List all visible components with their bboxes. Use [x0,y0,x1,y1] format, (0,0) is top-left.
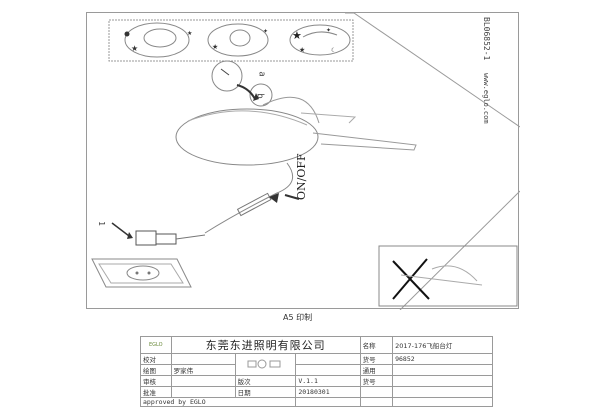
print-note: A5 印制 [283,313,313,322]
date-value: 20180301 [295,386,361,398]
svg-text:★: ★ [212,43,218,51]
svg-text:★: ★ [299,46,305,54]
step-b-label: b [254,93,265,99]
side-code: BL06852-1 [482,17,491,61]
approved-by: approved by EGLO [139,397,297,407]
name-label: 名称 [359,336,394,354]
sticker-panel: ★ ★ ★ ✦ ★ ★ ☾ ✦ [108,19,354,62]
eglo-logo: EGLO [140,336,172,354]
svg-text:★: ★ [131,44,138,53]
proofread-label: 校对 [140,353,172,365]
goods-no-label-2: 货号 [359,375,394,387]
title-block: EGLO 东莞东进照明有限公司 名称 2017-176飞船台灯 校对 货号 96… [139,336,493,407]
step-1-label: 1 [96,221,106,226]
date-label: 日期 [234,386,297,398]
name-value: 2017-176飞船台灯 [392,336,493,354]
goods-no-value: 96852 [392,353,493,365]
drawing-sheet: ★ ★ ★ ✦ ★ ★ ☾ ✦ [86,12,520,310]
company-name: 东莞东进照明有限公司 [170,336,361,354]
symbol-icon [234,353,297,376]
warning-box [378,245,518,307]
svg-text:★: ★ [187,30,192,37]
website: www.eglo.com [482,73,490,124]
general-label: 通用 [359,364,394,376]
goods-no-label: 货号 [359,353,394,365]
assembly-drawing: ★ ★ ★ ✦ ★ ★ ☾ ✦ [91,13,520,310]
drawn-value: 罗家伟 [170,364,236,376]
version-label: 版次 [234,375,297,387]
svg-text:✦: ✦ [326,27,331,34]
svg-text:✦: ✦ [263,28,268,35]
step-a-label: a [256,71,267,77]
svg-text:☾: ☾ [331,47,336,54]
svg-text:★: ★ [292,29,302,42]
audit-label: 审核 [140,375,172,387]
switch-label: ON/OFF [295,153,308,200]
drawn-label: 绘图 [140,364,172,376]
version-value: V.1.1 [295,375,361,387]
approve-label: 批准 [140,386,172,398]
